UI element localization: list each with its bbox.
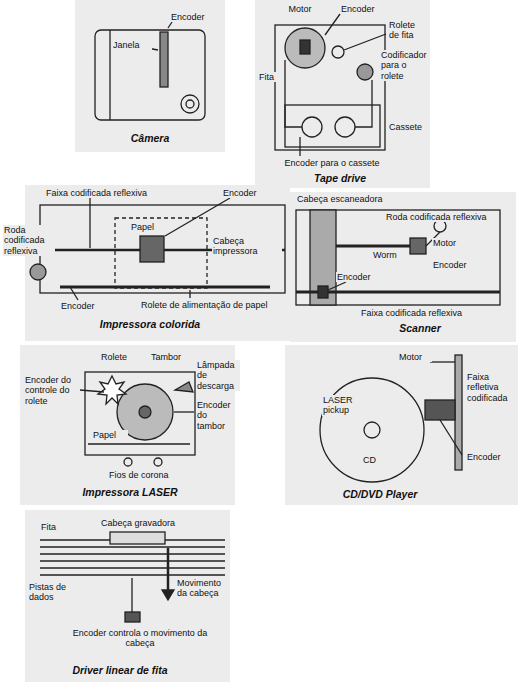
device-title: Tape drive: [290, 172, 390, 184]
part-label: Cassete: [388, 122, 428, 132]
device-title: Impressora LASER: [60, 486, 200, 498]
device-title: Driver linear de fita: [40, 664, 200, 676]
device-title: Impressora colorida: [80, 318, 220, 330]
part-label: Motor: [432, 238, 472, 248]
part-label: Encoder controla o movimento da cabeça: [70, 628, 210, 649]
part-label: LASER pickup: [322, 395, 366, 416]
part-label: Faixa codificada reflexiva: [45, 188, 185, 198]
part-label: Encoder: [60, 301, 108, 311]
part-label: Codificador para o rolete: [380, 50, 430, 81]
part-label: Janela: [112, 40, 152, 50]
device-title: Câmera: [110, 132, 190, 144]
part-label: Encoder: [336, 272, 386, 282]
part-label: Encoder do controle do rolete: [24, 375, 80, 406]
device-title: CD/DVD Player: [320, 488, 440, 500]
part-label: Fita: [40, 522, 70, 532]
part-label: Roda codificada reflexiva: [385, 212, 497, 222]
part-label: Encoder para o cassete: [262, 158, 402, 168]
part-label: Encoder: [222, 188, 272, 198]
part-label: Encoder: [170, 12, 220, 22]
part-label: Pistas de dados: [28, 582, 70, 603]
part-label: Cabeça gravadora: [100, 518, 200, 528]
part-label: Papel: [92, 430, 128, 440]
part-label: Encoder do tambor: [196, 400, 234, 431]
part-label: Fios de corona: [108, 470, 188, 480]
part-label: Encoder: [466, 452, 514, 462]
part-label: Papel: [130, 222, 170, 232]
part-label: Encoder: [340, 4, 390, 14]
part-label: Worm: [372, 250, 406, 260]
part-label: Roda codificada reflexiva: [3, 225, 55, 256]
part-label: Tambor: [150, 352, 195, 362]
part-label: CD: [362, 455, 386, 465]
part-label: Cabeça impressora: [212, 236, 282, 257]
part-label: Faixa refletiva codificada: [466, 372, 516, 403]
part-label: Motor: [398, 352, 432, 362]
part-label: Faixa codificada reflexiva: [360, 308, 490, 318]
part-label: Lâmpada de descarga: [196, 360, 240, 391]
part-label: Fita: [258, 72, 282, 82]
part-label: Motor: [280, 4, 320, 14]
part-label: Rolete: [100, 352, 140, 362]
part-label: Movimento da cabeça: [176, 578, 228, 599]
part-label: Encoder: [432, 260, 482, 270]
device-title: Scanner: [380, 322, 460, 334]
part-label: Rolete de alimentação de papel: [140, 300, 286, 310]
part-label: Cabeça escaneadora: [296, 194, 406, 204]
part-label: Rolete de fita: [388, 20, 428, 41]
